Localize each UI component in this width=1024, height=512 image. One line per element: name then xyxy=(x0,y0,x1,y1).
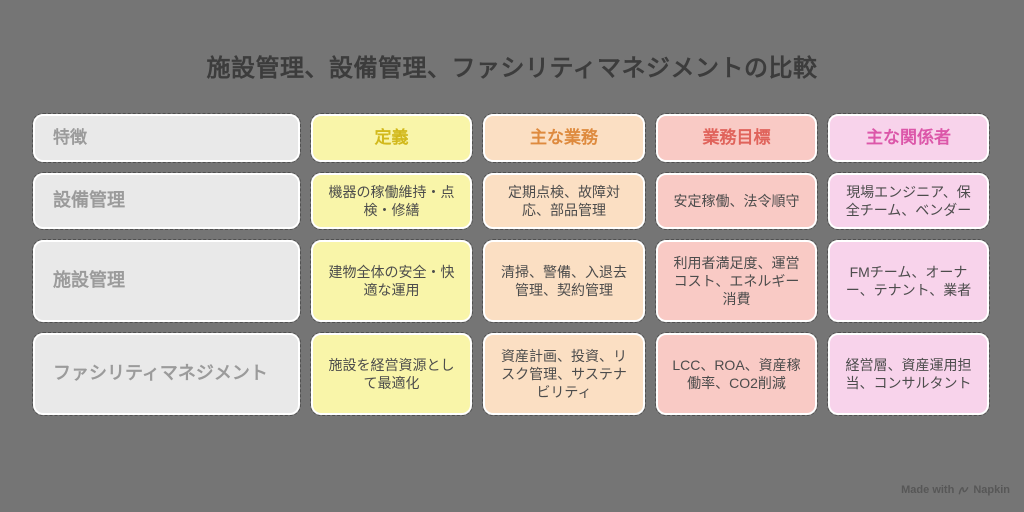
cell-equipment-tasks: 定期点検、故障対応、部品管理 xyxy=(482,172,646,230)
watermark: Made with Napkin xyxy=(901,484,1010,496)
header-cell-feature: 特徴 xyxy=(32,113,301,163)
cell-facility-tasks: 清掃、警備、入退去管理、契約管理 xyxy=(482,239,646,323)
cell-fm-tasks: 資産計画、投資、リスク管理、サステナビリティ xyxy=(482,332,646,416)
row-label-facility-management: ファシリティマネジメント xyxy=(32,332,301,416)
cell-equipment-definition: 機器の稼働維持・点検・修繕 xyxy=(310,172,473,230)
cell-fm-stakeholders: 経営層、資産運用担当、コンサルタント xyxy=(827,332,990,416)
comparison-table: 特徴 定義 主な業務 業務目標 主な関係者 設備管理 機器の稼働維持・点検・修繕… xyxy=(32,113,990,416)
cell-facility-goals: 利用者満足度、運営コスト、エネルギー消費 xyxy=(655,239,818,323)
napkin-logo-icon xyxy=(958,485,969,496)
cell-fm-definition: 施設を経営資源として最適化 xyxy=(310,332,473,416)
cell-facility-stakeholders: FMチーム、オーナー、テナント、業者 xyxy=(827,239,990,323)
header-cell-goals: 業務目標 xyxy=(655,113,818,163)
page-title: 施設管理、設備管理、ファシリティマネジメントの比較 xyxy=(206,55,818,82)
watermark-brand: Napkin xyxy=(973,484,1010,496)
header-cell-stakeholders: 主な関係者 xyxy=(827,113,990,163)
header-cell-tasks: 主な業務 xyxy=(482,113,646,163)
cell-facility-definition: 建物全体の安全・快適な運用 xyxy=(310,239,473,323)
row-label-facility-administration: 施設管理 xyxy=(32,239,301,323)
cell-equipment-stakeholders: 現場エンジニア、保全チーム、ベンダー xyxy=(827,172,990,230)
watermark-prefix: Made with xyxy=(901,484,955,496)
cell-equipment-goals: 安定稼働、法令順守 xyxy=(655,172,818,230)
row-label-equipment-management: 設備管理 xyxy=(32,172,301,230)
cell-fm-goals: LCC、ROA、資産稼働率、CO2削減 xyxy=(655,332,818,416)
header-cell-definition: 定義 xyxy=(310,113,473,163)
